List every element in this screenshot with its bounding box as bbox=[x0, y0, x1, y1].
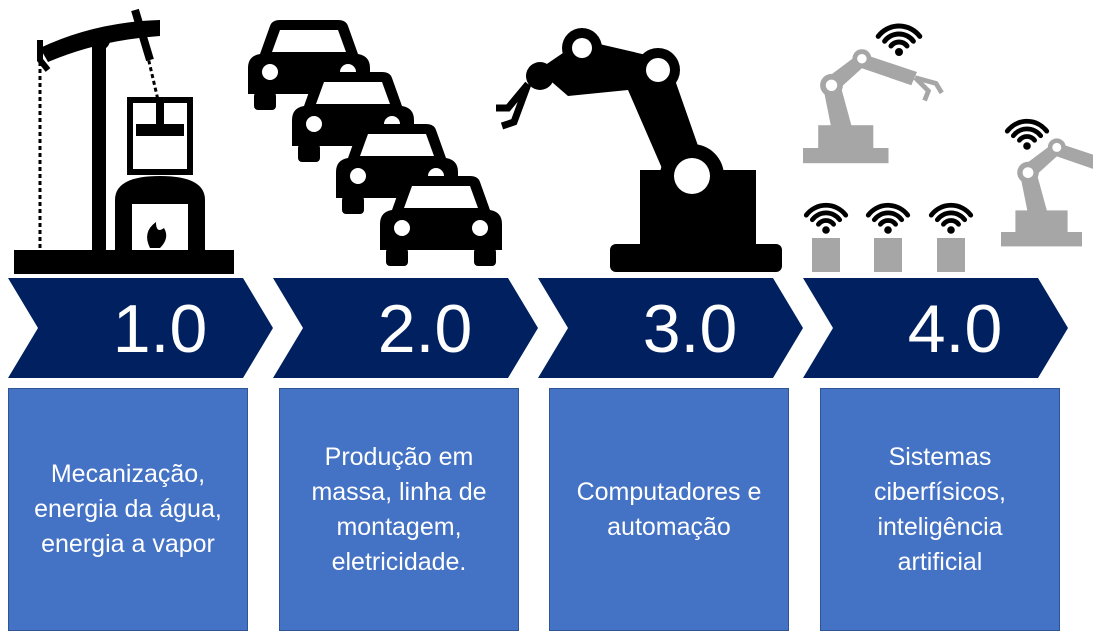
chevron-timeline: 1.0 2.0 3.0 4.0 bbox=[8, 278, 1068, 378]
version-label: 1.0 bbox=[113, 291, 208, 367]
chevron-4 bbox=[803, 278, 1068, 378]
chevron-3 bbox=[538, 278, 803, 378]
robot-arm-icon bbox=[496, 28, 782, 272]
chevron-2 bbox=[273, 278, 538, 378]
connected-robots-icon bbox=[803, 23, 1093, 272]
version-label: 3.0 bbox=[643, 291, 738, 367]
stage-box-3: Computadores e automação bbox=[549, 388, 789, 631]
car-assembly-line-icon bbox=[248, 20, 502, 266]
chevron-1 bbox=[8, 278, 273, 378]
version-label: 2.0 bbox=[378, 291, 473, 367]
stage-description: Produção em massa, linha de montagem, el… bbox=[311, 442, 487, 576]
stage-description: Computadores e automação bbox=[576, 477, 762, 541]
version-label: 4.0 bbox=[908, 291, 1003, 367]
stage-description: Mecanização, energia da água, energia a … bbox=[34, 460, 222, 558]
steam-engine-icon bbox=[14, 8, 234, 274]
stage-box-4: Sistemas ciberfísicos, inteligência arti… bbox=[820, 388, 1060, 631]
stage-description: Sistemas ciberfísicos, inteligência arti… bbox=[874, 442, 1006, 576]
stage-box-2: Produção em massa, linha de montagem, el… bbox=[279, 388, 519, 631]
stage-box-1: Mecanização, energia da água, energia a … bbox=[8, 388, 248, 631]
